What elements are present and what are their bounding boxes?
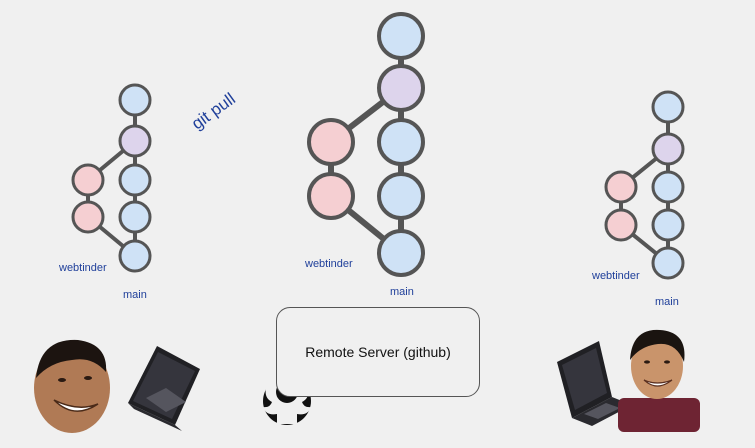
left-main-label: main (123, 289, 147, 301)
right-commit-main-1 (651, 246, 685, 280)
left-commit-main-2 (118, 200, 152, 234)
left-commit-branch-2 (71, 163, 105, 197)
center-commit-main-3 (377, 118, 425, 166)
right-commit-main-3 (651, 170, 685, 204)
remote-server-label: Remote Server (github) (305, 344, 451, 360)
person-photo-left (34, 339, 110, 433)
person-photo-right (618, 329, 700, 432)
left-commit-main-3 (118, 163, 152, 197)
left-commit-main-1 (118, 239, 152, 273)
left-commit-branch-1 (71, 200, 105, 234)
laptop-icon-left (128, 346, 200, 431)
center-commit-main-1 (377, 229, 425, 277)
center-commit-branch-1 (307, 172, 355, 220)
center-commit-branch-2 (307, 118, 355, 166)
center-commit-merge (377, 64, 425, 112)
right-commit-main-2 (651, 208, 685, 242)
right-main-label: main (655, 296, 679, 308)
right-commit-merge (651, 132, 685, 166)
right-commit-branch-1 (604, 208, 638, 242)
center-commit-main-4 (377, 12, 425, 60)
center-branch-label: webtinder (305, 258, 353, 270)
center-commit-main-2 (377, 172, 425, 220)
right-commit-branch-2 (604, 170, 638, 204)
right-commit-main-4 (651, 90, 685, 124)
left-commit-graph (71, 83, 152, 273)
center-commit-graph (307, 12, 425, 277)
remote-server-box: Remote Server (github) (276, 307, 480, 397)
left-commit-main-4 (118, 83, 152, 117)
center-main-label: main (390, 286, 414, 298)
left-commit-merge (118, 124, 152, 158)
laptop-icon-right (557, 341, 632, 426)
right-branch-label: webtinder (592, 270, 640, 282)
right-commit-graph (604, 90, 685, 280)
left-branch-label: webtinder (59, 262, 107, 274)
